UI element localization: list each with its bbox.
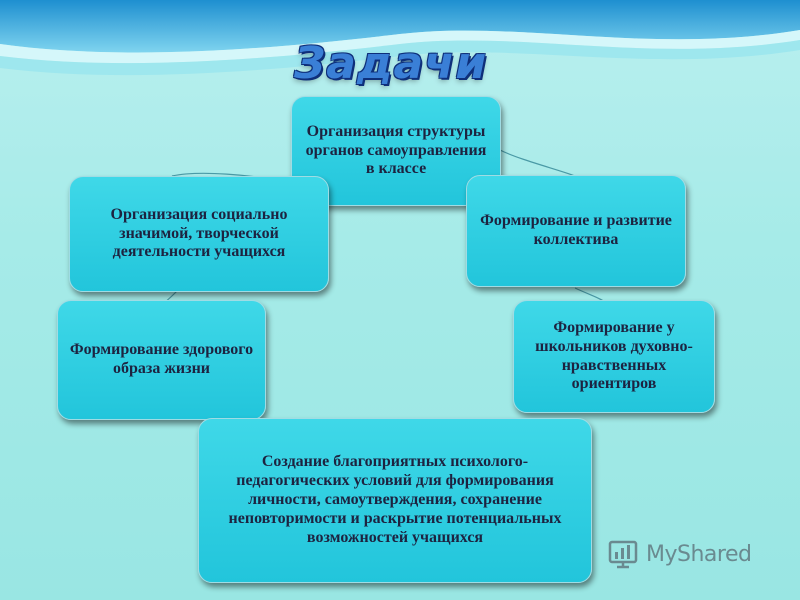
node-moral-orientation-text: Формирование у школьников духовно-нравст… bbox=[535, 318, 693, 393]
node-psychological-conditions: Создание благоприятных психолого-педагог… bbox=[198, 418, 592, 583]
node-healthy-lifestyle: Формирование здорового образа жизни bbox=[57, 300, 266, 420]
node-structure-text: Организация структуры органов самоуправл… bbox=[305, 122, 487, 178]
node-psychological-conditions-text: Создание благоприятных психолого-педагог… bbox=[228, 453, 562, 546]
node-moral-orientation: Формирование у школьников духовно-нравст… bbox=[513, 300, 715, 413]
watermark-logo: MyShared bbox=[608, 538, 768, 570]
node-collective: Формирование и развитие коллектива bbox=[466, 175, 686, 287]
node-social-activity-text: Организация социально значимой, творческ… bbox=[110, 205, 288, 261]
node-collective-text: Формирование и развитие коллектива bbox=[480, 212, 672, 248]
watermark-text: MyShared bbox=[646, 541, 752, 567]
node-social-activity: Организация социально значимой, творческ… bbox=[69, 176, 329, 292]
node-healthy-lifestyle-text: Формирование здорового образа жизни bbox=[69, 341, 254, 377]
header-wave-decoration bbox=[0, 0, 800, 76]
slide-title: Задачи bbox=[294, 38, 488, 89]
myshared-logo-icon bbox=[608, 540, 638, 569]
